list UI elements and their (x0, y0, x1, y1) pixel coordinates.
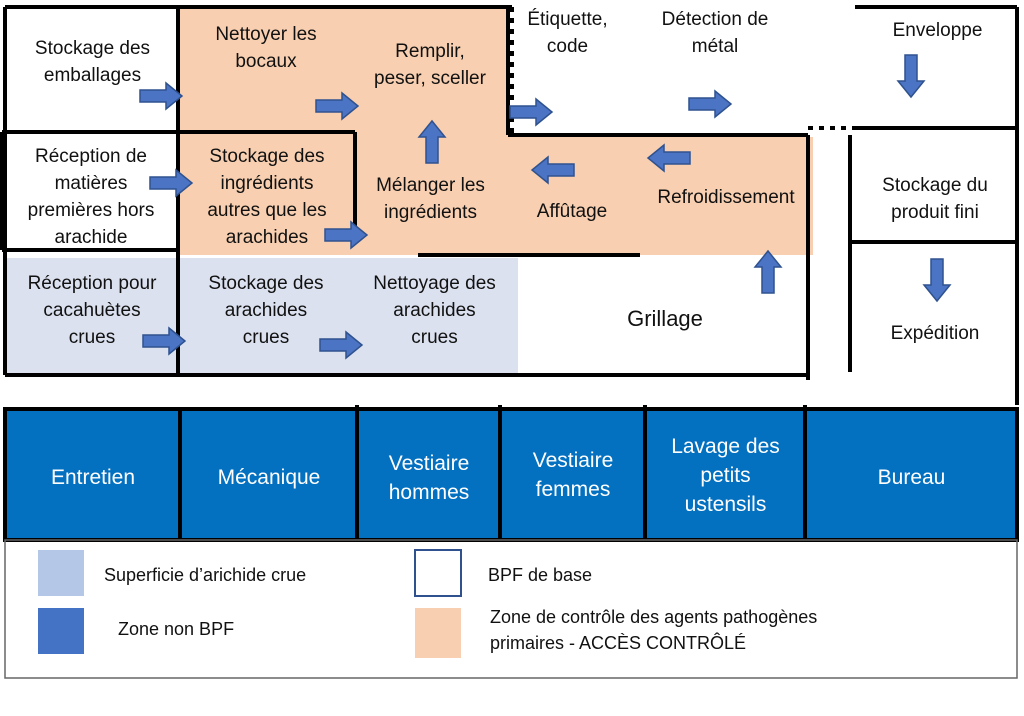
room-bureau: Bureau (877, 466, 946, 489)
room-lavage-ustensils: Lavage des petits ustensils (671, 435, 780, 516)
arrow-right (319, 330, 364, 360)
room-entretien: Entretien (50, 466, 136, 489)
arrow-right (139, 81, 184, 111)
controlled-zone-fill-mid (178, 137, 813, 255)
legend-swatch-bpf-base (414, 549, 462, 597)
arrow-left (530, 155, 575, 185)
zone-nettoyage-arachides: Nettoyage des arachides crues (373, 273, 496, 348)
zone-stockage-emballages: Stockage des emballages (34, 38, 151, 86)
zone-melanger: Mélanger les ingrédients (376, 175, 485, 223)
arrow-up (753, 249, 783, 294)
legend-label-raw: Superficie d’arichide crue (104, 565, 307, 585)
zone-remplir-peser-sceller: Remplir, peser, sceller (374, 41, 486, 89)
legend-label-bpf-base: BPF de base (488, 565, 593, 585)
zone-stockage-ingredients: Stockage des ingrédients autres que les … (207, 146, 327, 248)
legend-swatch-raw (38, 550, 84, 596)
raw-zone-fill (5, 258, 518, 375)
walls (0, 5, 1019, 405)
arrow-right (509, 97, 554, 127)
zone-refroidissement: Refroidissement (657, 187, 795, 208)
arrow-left (646, 143, 691, 173)
zone-enveloppe: Enveloppe (892, 20, 983, 41)
arrow-right (149, 168, 194, 198)
zone-reception-cacahuetes: Réception pour cacahuètes crues (27, 273, 157, 348)
zone-etiquette-code: Étiquette, code (527, 9, 608, 57)
dotted-openings (510, 7, 858, 135)
zone-reception-matieres: Réception de matières premières hors ara… (27, 146, 155, 248)
non-bpf-band (5, 409, 1017, 540)
zone-affutage: Affûtage (536, 201, 608, 222)
legend-swatch-controlled (415, 608, 461, 658)
arrow-up (417, 119, 447, 164)
arrow-right (142, 326, 187, 356)
arrow-right (688, 89, 733, 119)
arrow-down (896, 54, 926, 99)
zone-grillage: Grillage (627, 306, 703, 331)
legend-label-non-bpf: Zone non BPF (118, 619, 235, 639)
room-vestiaire-hommes: Vestiaire hommes (388, 452, 470, 504)
arrow-down (922, 258, 952, 303)
arrow-right (324, 220, 369, 250)
arrow-right (315, 91, 360, 121)
zone-stockage-produit-fini: Stockage du produit fini (882, 175, 988, 223)
legend-swatch-non-bpf (38, 608, 84, 654)
room-vestiaire-femmes: Vestiaire femmes (532, 449, 614, 501)
legend-frame (4, 539, 1018, 679)
legend-label-controlled: Zone de contrôle des agents pathogènes p… (490, 607, 818, 653)
zone-expedition: Expédition (890, 323, 980, 344)
zone-stockage-arachides: Stockage des arachides crues (208, 273, 324, 348)
flow-arrows (139, 54, 952, 360)
zone-detection-metal: Détection de métal (661, 9, 769, 57)
room-mecanique: Mécanique (217, 466, 321, 489)
zone-nettoyer-bocaux: Nettoyer les bocaux (215, 24, 317, 72)
